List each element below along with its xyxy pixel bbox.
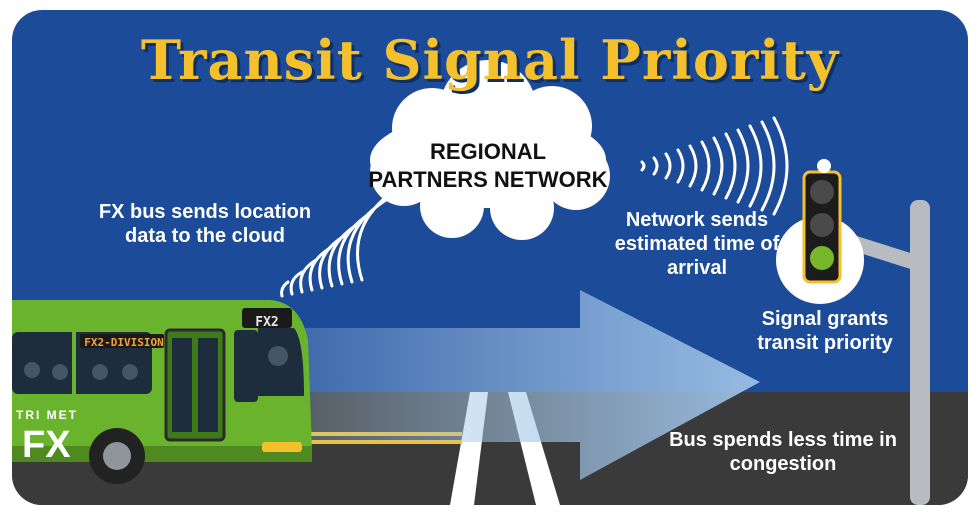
- signal-mast-arm: [844, 232, 920, 272]
- infographic-frame: Transit Signal Priority REGIONAL PARTNER…: [12, 10, 968, 505]
- cloud-shape: [370, 60, 610, 240]
- signal-pole: [910, 200, 930, 505]
- page-title: Transit Signal Priority: [140, 28, 840, 92]
- step-network-sends-eta: Network sends estimated time of arrival: [614, 209, 780, 279]
- signal-yellow-light: [810, 213, 834, 237]
- bus-route-sign: FX2: [255, 315, 279, 330]
- agency-logo: TRI MET: [16, 408, 78, 422]
- cloud-label: REGIONAL PARTNERS NETWORK: [368, 139, 608, 193]
- step-signal-grants-priority: Signal grants transit priority: [757, 308, 893, 354]
- bus-destination-sign: FX2-DIVISION: [84, 336, 164, 349]
- step-bus-sends-location: FX bus sends location data to the cloud: [98, 201, 312, 247]
- step-less-congestion: Bus spends less time in congestion: [669, 429, 897, 475]
- bus: [12, 300, 312, 484]
- route-sign-box: [242, 308, 292, 328]
- signal-red-light: [810, 180, 834, 204]
- scene-illustration: [12, 60, 968, 505]
- signal-cap: [817, 159, 831, 173]
- bus-brand-logo: FX: [22, 424, 71, 466]
- destination-sign-box: [80, 334, 164, 348]
- direction-arrow: [302, 290, 760, 480]
- signal-green-light: [810, 246, 834, 270]
- bus-signal-waves: [280, 186, 400, 298]
- network-signal-waves: [640, 116, 789, 216]
